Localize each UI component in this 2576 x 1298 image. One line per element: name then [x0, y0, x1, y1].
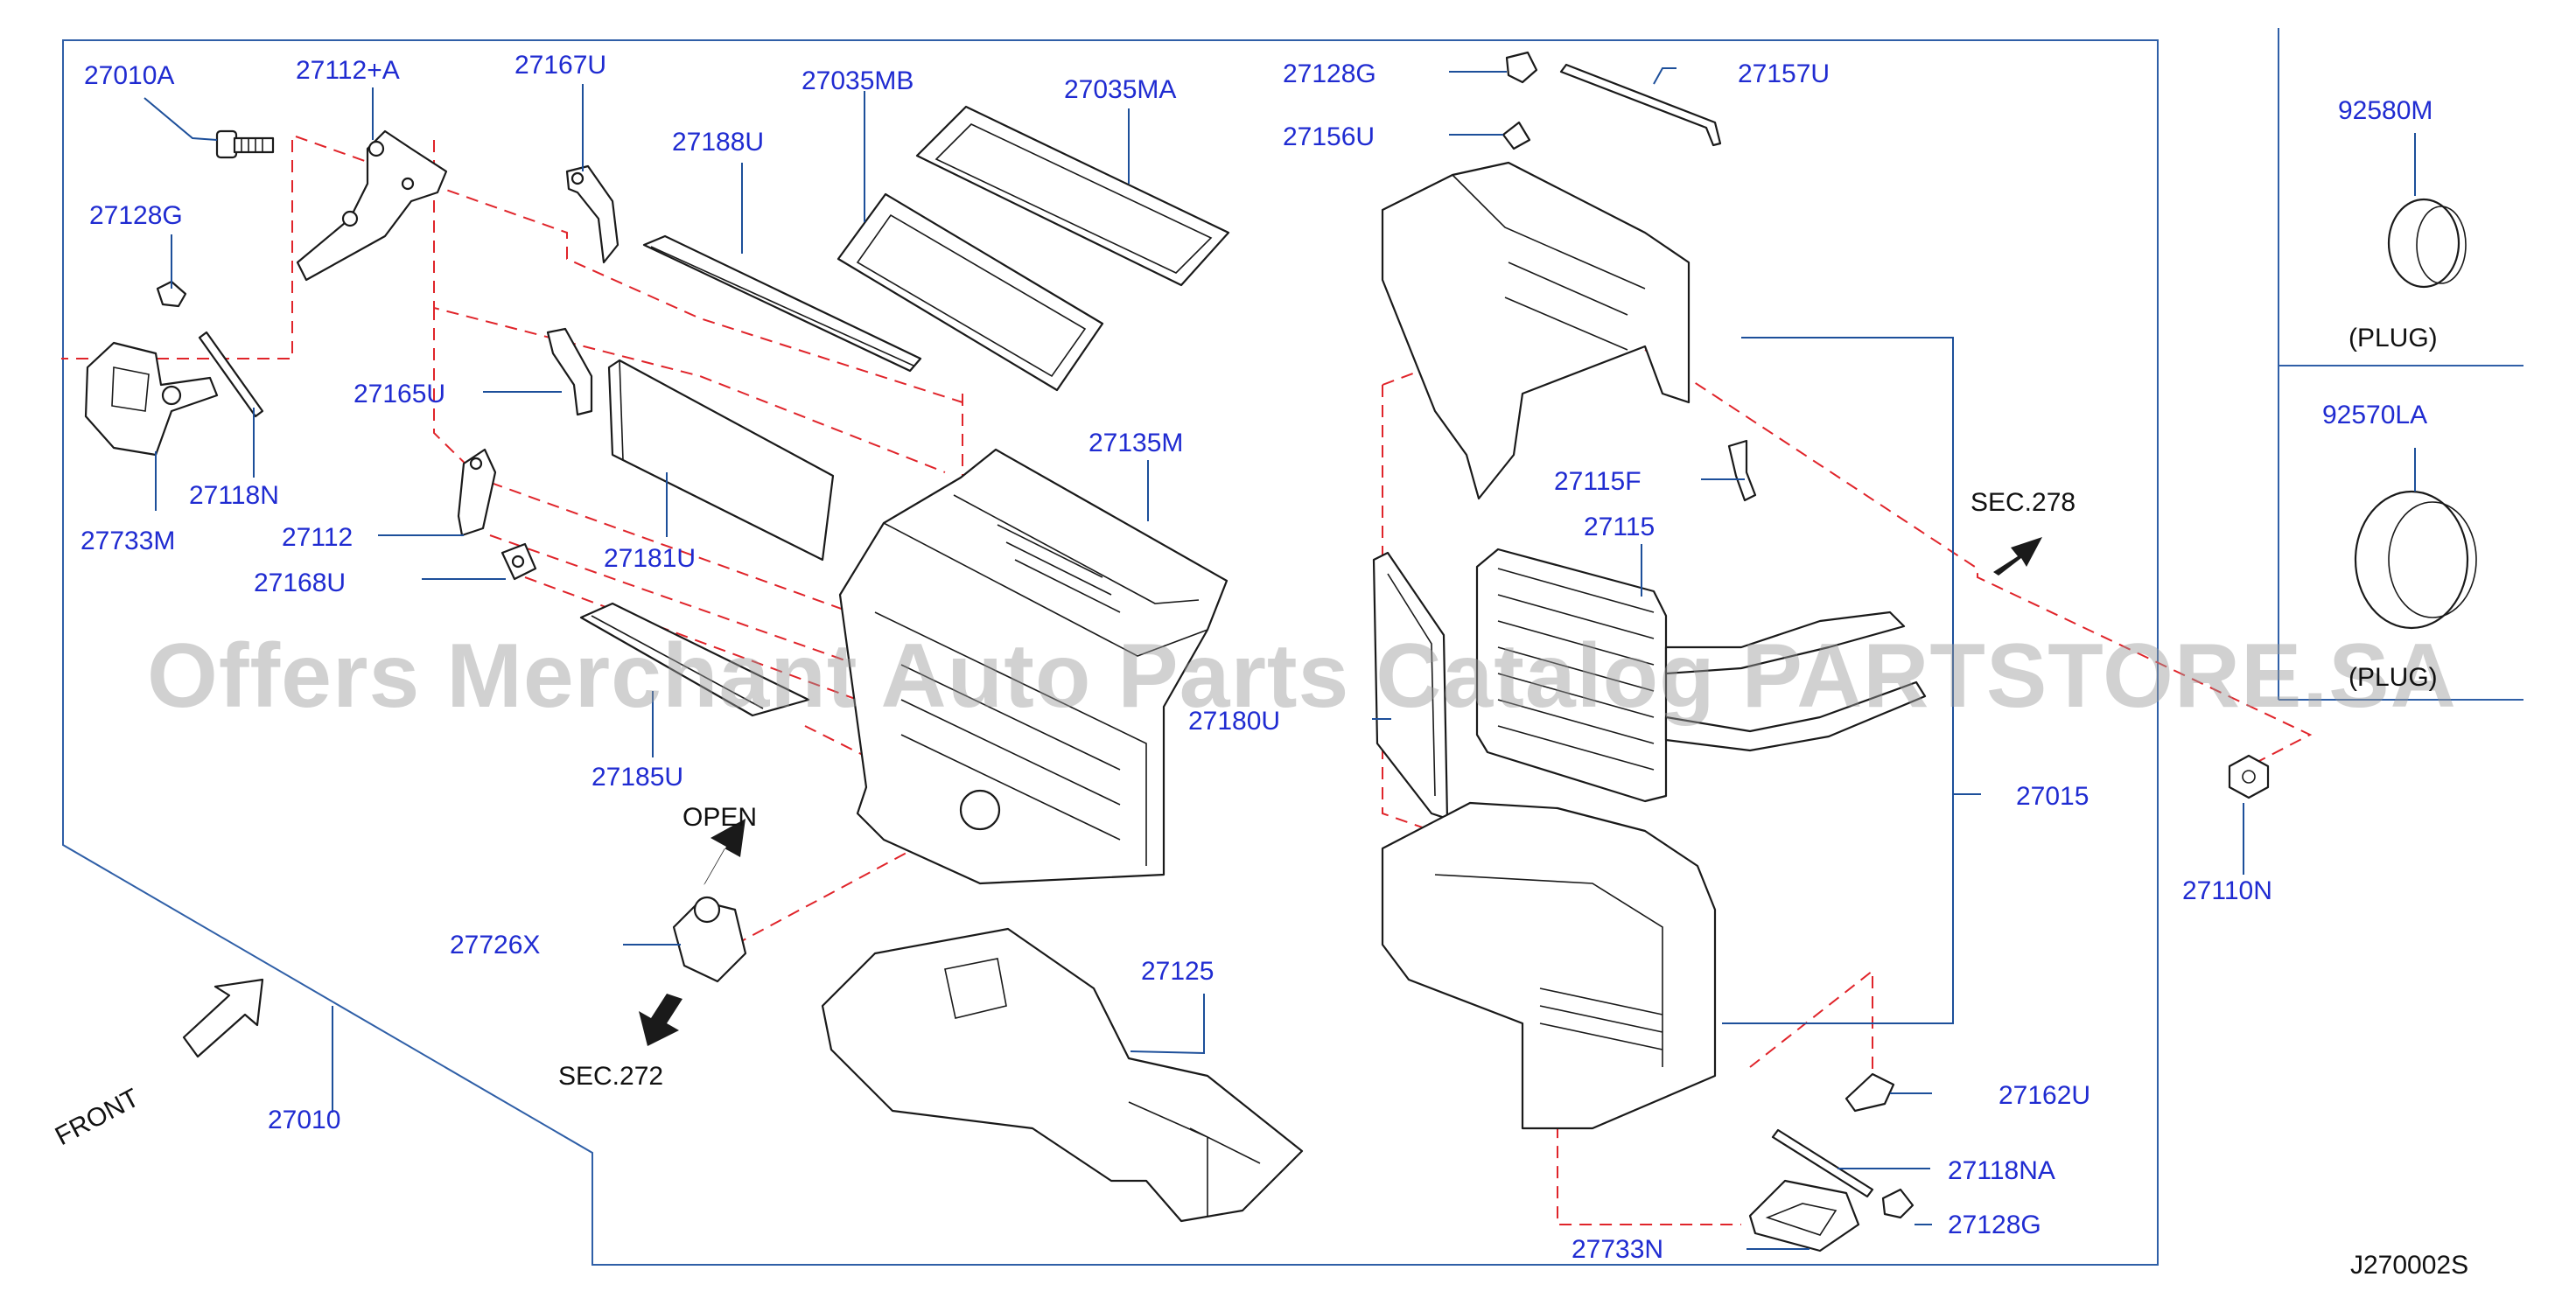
label-27112-a: 27112+A: [296, 56, 400, 85]
leader-lines: [144, 67, 2416, 1250]
label-27125: 27125: [1141, 957, 1214, 986]
label-plug-bottom: (PLUG): [2348, 663, 2438, 692]
label-27188u: 27188U: [672, 128, 764, 157]
diagram-code: J270002S: [2350, 1251, 2468, 1280]
bracket-27112: [457, 448, 497, 537]
grommet-27156u: [1502, 121, 1531, 150]
label-27128g-top: 27128G: [1283, 59, 1376, 88]
filter-27035mb: [836, 192, 1104, 392]
label-27118n: 27118N: [189, 481, 279, 510]
door-27181u: [607, 359, 835, 562]
label-92580m: 92580M: [2338, 96, 2432, 125]
clip-27115f: [1727, 439, 1757, 502]
label-27733n: 27733N: [1572, 1235, 1663, 1264]
label-27185u: 27185U: [592, 763, 683, 792]
label-27010a: 27010A: [84, 61, 174, 90]
motor-27726x: [672, 896, 747, 983]
watermark: Offers Merchant Auto Parts Catalog PARTS…: [147, 625, 2457, 727]
part-labels: 27010A 27112+A 27167U 27035MB 27035MA 27…: [80, 51, 2432, 1264]
label-27035ma: 27035MA: [1064, 75, 1176, 104]
upper-case: [1381, 161, 1690, 500]
label-open: OPEN: [682, 803, 757, 832]
label-27010: 27010: [268, 1106, 340, 1134]
label-27135m: 27135M: [1088, 429, 1183, 457]
plug-panel-divider: [2278, 28, 2524, 701]
clip-27128g-left: [156, 280, 187, 308]
bracket-27162u: [1844, 1072, 1895, 1113]
label-27015: 27015: [2016, 782, 2089, 811]
label-27168u: 27168U: [254, 569, 346, 597]
label-27181u: 27181U: [604, 544, 696, 573]
nut-27110n: [2228, 754, 2270, 799]
rod-27118na: [1771, 1128, 1874, 1198]
plate-27168u: [500, 542, 537, 581]
heater-core-27115: [1475, 548, 1927, 803]
link-27167u: [565, 164, 620, 264]
label-27180u: 27180U: [1188, 707, 1280, 736]
actuator-27733m: [84, 341, 219, 457]
label-27035mb: 27035MB: [802, 66, 914, 95]
label-sec272: SEC.272: [558, 1062, 663, 1091]
label-27115f: 27115F: [1554, 467, 1642, 496]
link-27165u: [546, 327, 593, 416]
label-27162u: 27162U: [1998, 1081, 2090, 1110]
label-27128g-bottom: 27128G: [1948, 1211, 2041, 1239]
label-27167u: 27167U: [514, 51, 606, 80]
filter-27035ma: [915, 105, 1230, 287]
duct-27125: [821, 927, 1304, 1223]
label-27118na: 27118NA: [1948, 1156, 2055, 1185]
lower-case: [1381, 801, 1717, 1130]
label-27110n: 27110N: [2182, 876, 2272, 905]
plug-92570la: [2354, 490, 2477, 630]
label-27165u: 27165U: [354, 380, 445, 408]
sec278-arrow-icon: [1993, 537, 2042, 576]
label-27112: 27112: [282, 523, 353, 552]
label-sec278: SEC.278: [1970, 488, 2076, 517]
bolt-27010a: [215, 129, 275, 159]
label-27157u: 27157U: [1738, 59, 1830, 88]
door-27185u: [579, 602, 810, 717]
label-27726x: 27726X: [450, 931, 540, 960]
label-front: FRONT: [51, 1084, 144, 1152]
assembly-boundary: [62, 39, 2159, 1266]
sec272-arrow-icon: [639, 994, 682, 1046]
front-arrow-icon: [182, 978, 264, 1058]
pipe-27157u: [1559, 63, 1722, 147]
clip-27128g-bottom: [1881, 1188, 1914, 1219]
label-27733m: 27733M: [80, 527, 175, 555]
open-arrow-icon: [704, 819, 746, 885]
label-27128g-left: 27128G: [89, 201, 183, 230]
strip-27188u: [642, 234, 922, 373]
label-plug-top: (PLUG): [2348, 324, 2438, 352]
intake-case-27135m: [838, 448, 1228, 885]
actuator-27733n: [1748, 1179, 1860, 1253]
label-27115: 27115: [1584, 513, 1655, 541]
label-27156u: 27156U: [1283, 122, 1375, 151]
rod-27118n: [198, 331, 264, 418]
clip-27128g-top: [1505, 51, 1538, 84]
plug-92580m: [2387, 198, 2467, 289]
bracket-27112-a: [296, 129, 448, 282]
label-92570la: 92570LA: [2322, 401, 2427, 429]
